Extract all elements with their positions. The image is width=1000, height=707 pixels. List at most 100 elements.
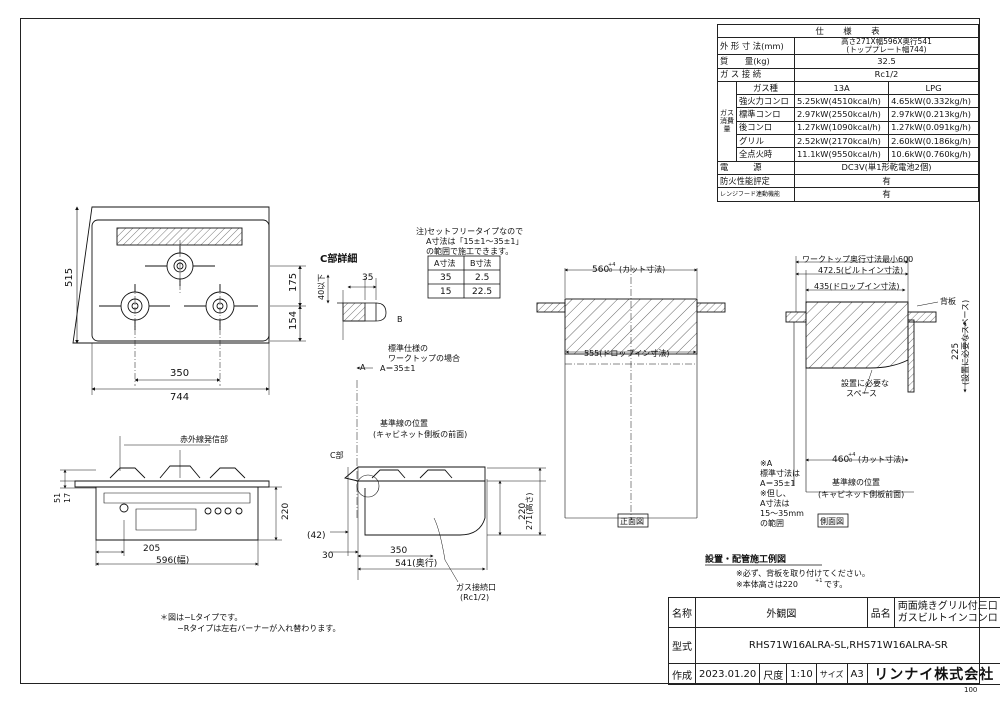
cabinet-side-hatch: [805, 301, 909, 369]
side-top-plate: [344, 466, 486, 482]
install-note-2: ※本体高さは220: [736, 579, 798, 589]
tb-size-label: サイズ: [815, 663, 848, 685]
front-view: [60, 436, 282, 566]
tb-product-label: 品名: [866, 597, 895, 628]
tb-company: リンナイ株式会社: [866, 663, 1000, 685]
cut-front-tol-dn: 0: [609, 268, 612, 274]
standard-note-2: ワークトップの場合: [388, 353, 460, 363]
dim-205: 205: [143, 544, 160, 554]
exhaust-vent: [116, 227, 243, 246]
tb-size-value: A3: [846, 663, 868, 685]
dim-17: 17: [63, 493, 72, 503]
side-ref-2: (キャビネット側板の前面): [373, 429, 467, 439]
dim-220-side: 220: [518, 503, 528, 520]
setfree-table: [427, 255, 501, 299]
cut-side: 460: [832, 455, 849, 465]
tb-model-label: 型式: [668, 627, 696, 664]
front-body: [95, 486, 259, 541]
install-title: 設置・配管施工例図: [705, 553, 786, 565]
dim-350-side: 350: [390, 546, 407, 556]
space-vertical: (設置に必要なスペース): [960, 300, 970, 385]
spec-hood-value: 有: [794, 187, 979, 202]
tb-model-value: RHS71W16ALRA-SL,RHS71W16ALRA-SR: [695, 627, 1000, 664]
tb-made-value: 2023.01.20: [694, 663, 761, 685]
dim-51: 51: [53, 493, 62, 503]
a-note-5: A寸法は: [760, 498, 789, 508]
backboard: [907, 319, 915, 393]
c-label: C部: [330, 450, 344, 460]
dim-515: 515: [64, 268, 75, 287]
standard-note-1: 標準仕様の: [388, 343, 428, 353]
ir-label: 赤外線発信部: [180, 434, 228, 444]
dim-175: 175: [288, 273, 299, 292]
note-l-type: ＊図は−Lタイプです。: [160, 613, 242, 622]
tb-name-value: 外観図: [695, 597, 868, 628]
spec-hood-label: レンジフード連動機能: [716, 187, 796, 202]
dim-596: 596(幅): [156, 554, 189, 566]
a-note-2: 標準寸法は: [760, 468, 800, 478]
a-note-6: 15〜35mm: [760, 509, 804, 518]
c-detail-title: C部詳細: [320, 252, 357, 265]
dim-350: 350: [170, 368, 189, 379]
cut-side-tol-up: +4: [848, 452, 855, 458]
cut-side-label: (カット寸法): [858, 454, 904, 464]
side-ref-1: 基準線の位置: [380, 418, 428, 428]
standard-note-3: A＝35±1: [380, 364, 415, 373]
setfree-cell: 22.5: [472, 287, 492, 297]
cut-side-tol-dn: 0: [849, 458, 852, 464]
builtin-dim: 472.5(ビルトイン寸法): [818, 265, 903, 275]
tb-scale-label: 尺度: [759, 663, 788, 685]
drawing-frame: [20, 18, 980, 684]
setfree-cell: 2.5: [475, 273, 489, 283]
install-note-2-end: です。: [824, 580, 847, 589]
spec-title: 仕 様 表: [717, 23, 979, 39]
spec-consumption-label: ガス消費量: [717, 80, 737, 162]
side-caption: 側面図: [820, 516, 844, 526]
label-a: A: [360, 363, 366, 372]
top-view: [72, 206, 306, 395]
setfree-cell: 15: [440, 287, 451, 297]
gas-port-1: ガス接続口: [456, 582, 496, 592]
setfree-col-a: A寸法: [434, 258, 455, 268]
dim-220: 220: [281, 503, 291, 520]
side-ref-line-1: 基準線の位置: [832, 477, 880, 487]
cut-front: 560: [592, 265, 609, 275]
dim-154: 154: [288, 311, 299, 330]
setfree-cell: 35: [440, 273, 451, 283]
note-r-type: −Rタイプは左右バーナーが入れ替わります。: [177, 623, 340, 633]
install-note-1: ※必ず、背板を取り付けてください。: [736, 568, 870, 578]
cut-front-label: (カット寸法): [619, 264, 665, 274]
setfree-col-b: B寸法: [470, 258, 492, 268]
dim-744: 744: [170, 392, 189, 403]
dim-40: 40以下: [317, 274, 326, 300]
front-caption: 正面図: [620, 517, 644, 526]
dim-42: (42): [307, 531, 325, 541]
page-number: 100: [964, 686, 978, 694]
a-note-7: の範囲: [760, 518, 784, 528]
dropin-side: 435(ドロップイン寸法): [814, 281, 900, 291]
c-detail: [326, 274, 387, 520]
label-b: B: [397, 315, 403, 324]
space-label-2: スペース: [846, 389, 877, 398]
dim-35: 35: [362, 273, 373, 283]
title-block: 名称 外観図 品名 両面焼きグリル付三口ガスビルトインコンロ 型式 RHS71W…: [668, 597, 1000, 685]
spec-table: 仕 様 表 外 形 寸 法(mm) 高さ271X幅596X奥行541(トッププレ…: [716, 23, 979, 202]
dim-225: 225: [951, 343, 961, 360]
worktop-dim: ワークトップ奥行寸法最小600: [802, 254, 913, 264]
side-ref-line-2: (キャビネット側板前面): [818, 489, 904, 499]
dim-271: 271(高さ): [524, 492, 534, 530]
setfree-note-3: の範囲で施工できます。: [426, 246, 513, 256]
front-top-plate: [74, 480, 270, 488]
tb-product-value: 両面焼きグリル付三口ガスビルトインコンロ: [893, 597, 1000, 628]
side-view: [330, 466, 546, 583]
a-note-3: A＝35±1: [760, 479, 795, 488]
dim-30: 30: [322, 551, 334, 561]
tb-scale-value: 1:10: [786, 663, 817, 685]
setfree-note-1: 注)セットフリータイプなので: [416, 226, 523, 236]
install-note-2-tol: +1: [815, 578, 822, 584]
a-note-1: ※A: [760, 459, 773, 468]
tb-made-label: 作成: [668, 663, 696, 685]
dropin-front: 555(ドロップイン寸法): [584, 348, 670, 358]
side-body: [358, 480, 486, 536]
